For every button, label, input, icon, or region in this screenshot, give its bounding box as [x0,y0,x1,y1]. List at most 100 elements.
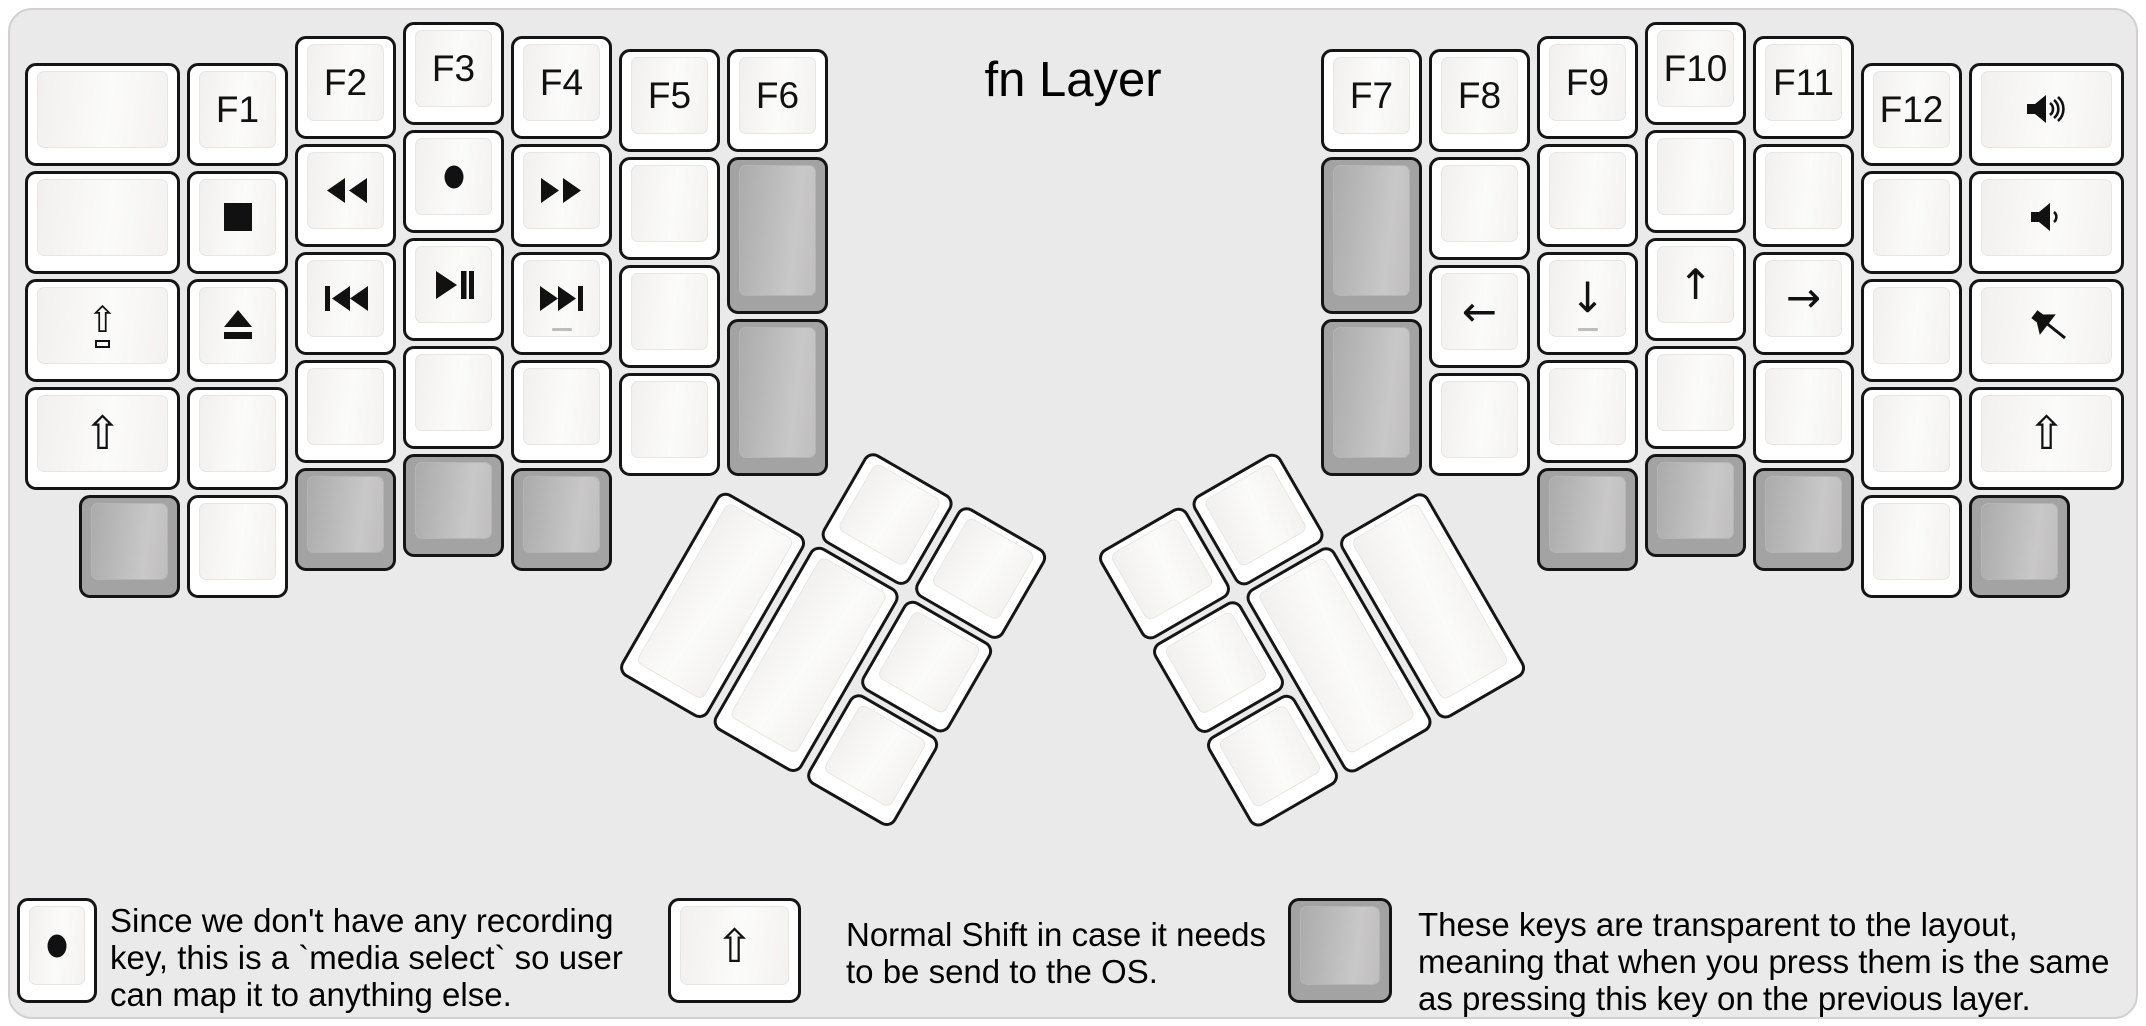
key-left-arrow[interactable]: ← [1429,265,1530,368]
keytop [1163,610,1269,716]
key-transparent[interactable] [511,467,612,571]
key-blank[interactable] [1429,157,1530,260]
key-transparent[interactable] [79,494,180,598]
key-fast-forward[interactable] [511,143,612,247]
key-blank[interactable] [1861,278,1962,382]
key-down-arrow[interactable]: ↓ [1537,251,1638,355]
key-f1[interactable]: F1 [187,62,288,166]
keytop [1765,367,1842,445]
mute-icon [2024,307,2070,343]
key-f12[interactable]: F12 [1861,62,1962,166]
keytop [199,502,276,580]
key-blank[interactable] [1537,359,1638,463]
key-stop[interactable] [187,170,288,274]
layer-title: fn Layer [984,53,1162,107]
key-blank[interactable] [1645,346,1746,449]
key-mute[interactable] [1969,278,2124,382]
key-blank[interactable] [1753,359,1854,463]
keytop: ⇧ [37,286,168,364]
key-blank[interactable] [511,359,612,463]
key-blank[interactable] [25,170,180,274]
key-f3[interactable]: F3 [403,22,504,125]
key-record[interactable] [403,130,504,233]
keytop [1873,178,1950,256]
key-shift[interactable]: ⇧ [1969,386,2124,490]
key-blank[interactable] [1645,130,1746,233]
key-rewind[interactable] [295,143,396,247]
key-blank[interactable] [1861,494,1962,598]
key-volume-up[interactable] [1969,62,2124,166]
key-transparent[interactable] [727,319,828,476]
key-transparent[interactable] [1753,467,1854,571]
keytop [1765,475,1842,553]
key-next-track[interactable] [511,251,612,355]
key-f11[interactable]: F11 [1753,35,1854,139]
keytop: ↑ [1657,246,1734,323]
key-f6[interactable]: F6 [727,49,828,152]
key-transparent[interactable] [1321,319,1422,476]
key-transparent[interactable] [403,454,504,557]
key-right-arrow[interactable]: → [1753,251,1854,355]
key-transparent[interactable] [1969,494,2070,598]
keytop [523,475,600,553]
key-shift[interactable]: ⇧ [25,386,180,490]
keytop: → [1765,259,1842,337]
key-label: F4 [539,61,584,103]
key-label: F3 [431,48,476,89]
key-blank[interactable] [1537,143,1638,247]
down-arrow-icon: ↓ [1569,273,1606,322]
key-volume-down[interactable] [1969,170,2124,274]
key-prev-track[interactable] [295,251,396,355]
key-f7[interactable]: F7 [1321,49,1422,152]
key-blank[interactable] [619,373,720,476]
fast-forward-icon [540,177,584,204]
key-blank[interactable] [1861,386,1962,490]
keytop [307,475,384,553]
keytop [199,286,276,364]
key-label: F7 [1349,75,1394,116]
key-shift-lock[interactable]: ⇧ [25,278,180,382]
key-blank[interactable] [187,494,288,598]
keytop: F3 [415,30,492,107]
key-transparent[interactable] [295,467,396,571]
keytop: F4 [523,43,600,121]
key-f4[interactable]: F4 [511,35,612,139]
key-f9[interactable]: F9 [1537,35,1638,139]
homing-bar [1577,327,1598,331]
key-blank[interactable] [1753,143,1854,247]
key-f10[interactable]: F10 [1645,22,1746,125]
key-eject[interactable] [187,278,288,382]
key-blank[interactable] [619,265,720,368]
key-transparent[interactable] [727,157,828,314]
key-blank[interactable] [619,157,720,260]
key-blank[interactable] [1861,170,1962,274]
key-blank[interactable] [403,346,504,449]
key-play-pause[interactable] [403,238,504,341]
rewind-icon [324,177,368,204]
key-blank[interactable] [25,62,180,166]
keytop [739,165,816,296]
keytop [523,367,600,445]
key-f2[interactable]: F2 [295,35,396,139]
key-up-arrow[interactable]: ↑ [1645,238,1746,341]
key-transparent[interactable] [1537,467,1638,571]
key-blank[interactable] [1429,373,1530,476]
key-blank[interactable] [295,359,396,463]
keytop: F6 [739,57,816,134]
lock-bar [94,339,110,348]
key-transparent[interactable] [1645,454,1746,557]
legend-line: key, this is a `media select` so user [110,939,623,976]
keytop [91,502,168,580]
legend-text-record: Since we don't have any recording key, t… [110,902,623,1013]
keytop [1765,151,1842,229]
key-transparent[interactable] [1321,157,1422,314]
key-f5[interactable]: F5 [619,49,720,152]
next-track-icon [539,285,585,312]
keytop: F8 [1441,57,1518,134]
keytop: F9 [1549,43,1626,121]
keytop [1981,286,2112,364]
key-blank[interactable] [187,386,288,490]
keytop: F5 [631,57,708,134]
key-f8[interactable]: F8 [1429,49,1530,152]
keytop [415,138,492,215]
